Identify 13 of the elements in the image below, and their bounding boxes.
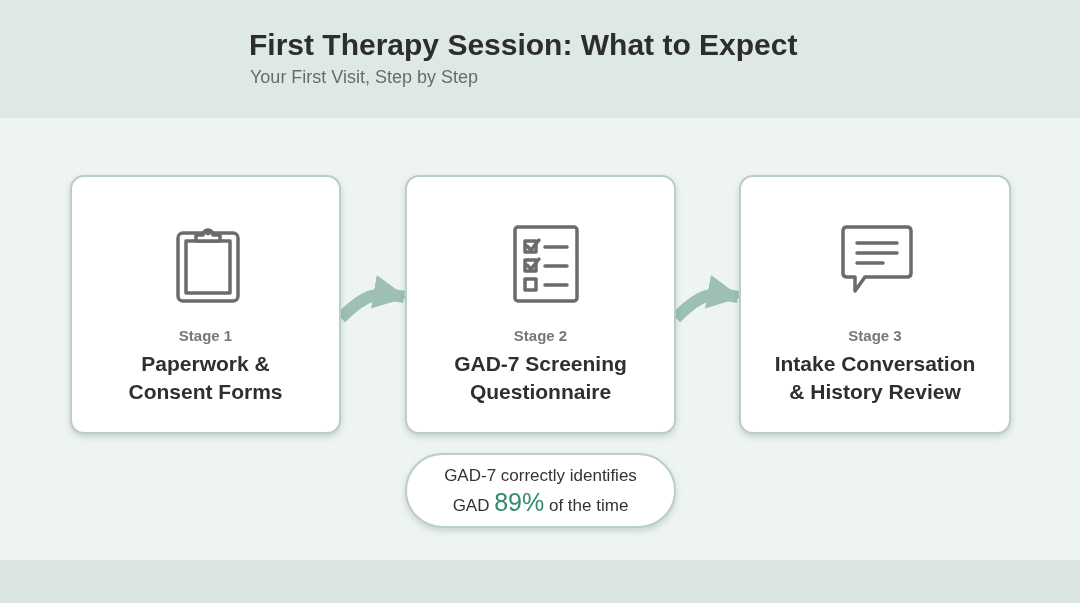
callout-pill — [405, 453, 676, 528]
subtitle: Your First Visit, Step by Step — [250, 67, 479, 88]
stage-label: Stage 1 — [177, 327, 234, 344]
stage-card — [405, 175, 676, 434]
stage-card — [70, 175, 341, 434]
title: First Therapy Session: What to Expect — [249, 28, 798, 62]
stage-card — [739, 175, 1011, 434]
stage-label: Stage 2 — [512, 327, 569, 344]
stage-label: Stage 3 — [847, 327, 903, 344]
stage-title: Intake Conversation & History Review — [773, 351, 977, 405]
stage-title: GAD-7 Screening Questionnaire — [453, 351, 628, 405]
callout-text: GAD-7 correctly identifies GAD 89% of the time — [443, 464, 638, 518]
stage-title: Paperwork & Consent Forms — [127, 351, 284, 405]
